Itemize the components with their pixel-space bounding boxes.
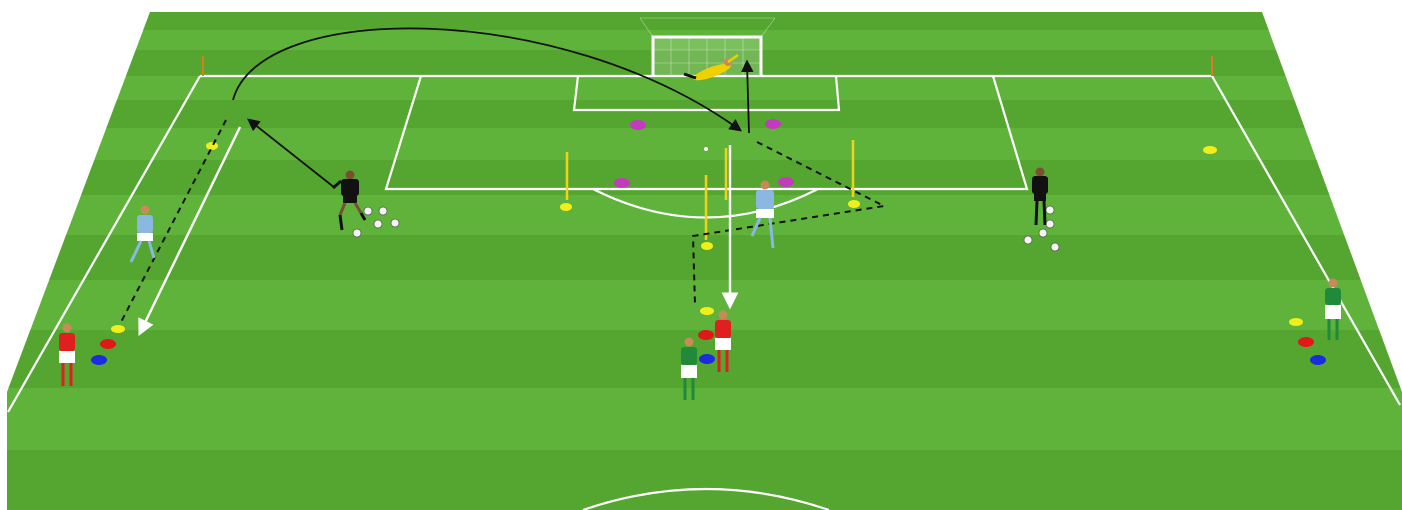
cone-blue	[699, 354, 715, 364]
grass-stripe	[0, 450, 1402, 510]
cone-yellow	[111, 325, 125, 333]
ball	[1046, 220, 1054, 228]
ball	[1046, 206, 1054, 214]
ball	[379, 207, 387, 215]
cone-red	[1298, 337, 1314, 347]
cone-red	[100, 339, 116, 349]
cone-blue	[91, 355, 107, 365]
cone-yellow	[848, 200, 860, 208]
cone-yellow	[701, 242, 713, 250]
grass-stripe	[0, 235, 1402, 280]
cone-magenta	[765, 119, 781, 129]
cone-blue	[1310, 355, 1326, 365]
cone-magenta	[614, 178, 630, 188]
penalty-spot	[704, 147, 708, 151]
ball	[391, 219, 399, 227]
ball	[1051, 243, 1059, 251]
cone-yellow	[560, 203, 572, 211]
ball	[374, 220, 382, 228]
cone-yellow	[1289, 318, 1303, 326]
ball	[353, 229, 361, 237]
ball	[364, 207, 372, 215]
ball	[1039, 229, 1047, 237]
cone-magenta	[630, 120, 646, 130]
ball	[1024, 236, 1032, 244]
cone-red	[698, 330, 714, 340]
grass-stripe	[0, 12, 1402, 30]
cone-yellow	[206, 142, 218, 150]
cone-magenta	[778, 177, 794, 187]
cone-yellow	[700, 307, 714, 315]
cone-yellow	[1203, 146, 1217, 154]
